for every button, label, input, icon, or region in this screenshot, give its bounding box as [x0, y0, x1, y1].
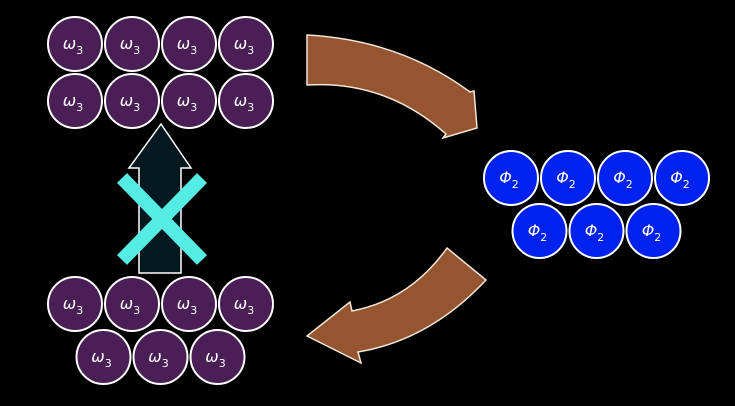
node-circle — [47, 73, 103, 129]
top-group-node: ω3 — [218, 16, 274, 72]
top-group-node: ω3 — [161, 73, 217, 129]
node-circle — [189, 329, 246, 385]
node-circle — [132, 329, 189, 385]
node-circle — [218, 16, 274, 72]
node-circle — [625, 203, 682, 259]
right-group-node: Φ2 — [483, 150, 539, 206]
bottom-group-node: ω3 — [189, 329, 246, 385]
cross-mark-icon — [116, 173, 208, 265]
right-group-node: Φ2 — [540, 150, 596, 206]
bottom-group-node: ω3 — [161, 276, 217, 332]
node-circle — [218, 73, 274, 129]
node-circle — [104, 73, 160, 129]
node-circle — [104, 16, 160, 72]
node-circle — [104, 276, 160, 332]
right-group-node: Φ2 — [511, 203, 568, 259]
node-circle — [161, 16, 217, 72]
node-circle — [483, 150, 539, 206]
curved-arrow-top-to-right — [306, 34, 478, 140]
top-group-node: ω3 — [47, 16, 103, 72]
top-group-node: ω3 — [218, 73, 274, 129]
right-group-node: Φ2 — [625, 203, 682, 259]
node-circle — [47, 16, 103, 72]
node-circle — [75, 329, 132, 385]
top-group-node: ω3 — [104, 73, 160, 129]
node-circle — [218, 276, 274, 332]
bottom-group-node: ω3 — [218, 276, 274, 332]
node-circle — [597, 150, 653, 206]
node-circle — [540, 150, 596, 206]
right-group-node: Φ2 — [597, 150, 653, 206]
node-circle — [654, 150, 710, 206]
curved-arrow-right-to-bottom — [305, 246, 488, 365]
bottom-group-node: ω3 — [75, 329, 132, 385]
node-circle — [161, 73, 217, 129]
node-circle — [47, 276, 103, 332]
right-group-node: Φ2 — [568, 203, 625, 259]
node-circle — [568, 203, 625, 259]
top-group-node: ω3 — [47, 73, 103, 129]
bottom-group-node: ω3 — [47, 276, 103, 332]
node-circle — [511, 203, 568, 259]
top-group-node: ω3 — [104, 16, 160, 72]
top-group-node: ω3 — [161, 16, 217, 72]
node-circle — [161, 276, 217, 332]
bottom-group-node: ω3 — [104, 276, 160, 332]
bottom-group-node: ω3 — [132, 329, 189, 385]
right-group-node: Φ2 — [654, 150, 710, 206]
